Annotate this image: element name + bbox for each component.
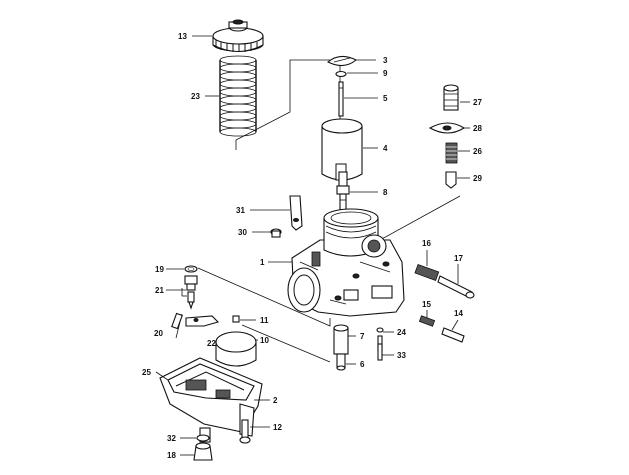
callout-5: 5 bbox=[383, 94, 388, 103]
callout-2: 2 bbox=[273, 396, 278, 405]
float-pin-part bbox=[232, 315, 240, 323]
callout-28: 28 bbox=[473, 124, 482, 133]
throttle-spring-part bbox=[219, 55, 257, 137]
callout-27: 27 bbox=[473, 98, 482, 107]
carb-cap-part bbox=[212, 19, 264, 53]
callout-19: 19 bbox=[155, 265, 164, 274]
bowl-hardware-group bbox=[193, 419, 251, 461]
callout-26: 26 bbox=[473, 147, 482, 156]
callout-14: 14 bbox=[454, 309, 463, 318]
callout-15: 15 bbox=[422, 300, 431, 309]
callout-20: 20 bbox=[154, 329, 163, 338]
callout-11: 11 bbox=[260, 316, 269, 325]
callout-32: 32 bbox=[167, 434, 176, 443]
air-screw-group bbox=[428, 84, 466, 189]
callout-10: 10 bbox=[260, 336, 269, 345]
carburetor-body-part bbox=[287, 208, 405, 317]
callout-6: 6 bbox=[360, 360, 365, 369]
bracket-screw-part bbox=[270, 228, 282, 238]
callout-17: 17 bbox=[454, 254, 463, 263]
callout-4: 4 bbox=[383, 144, 388, 153]
callout-13: 13 bbox=[178, 32, 187, 41]
callout-21: 21 bbox=[155, 286, 164, 295]
needle-clip-plate-part bbox=[327, 55, 357, 67]
callout-31: 31 bbox=[236, 206, 245, 215]
idle-screw-group bbox=[414, 263, 475, 343]
callout-24: 24 bbox=[397, 328, 406, 337]
leader-lines bbox=[155, 35, 470, 456]
throttle-valve-part bbox=[321, 118, 363, 181]
callout-labels: 13 23 3 9 5 4 8 27 28 26 29 31 30 1 19 2… bbox=[142, 32, 482, 460]
callout-22: 22 bbox=[207, 339, 216, 348]
callout-16: 16 bbox=[422, 239, 431, 248]
jet-needle-part bbox=[338, 81, 344, 117]
callout-30: 30 bbox=[238, 228, 247, 237]
callout-9: 9 bbox=[383, 69, 388, 78]
callout-18: 18 bbox=[167, 451, 176, 460]
callout-7: 7 bbox=[360, 332, 365, 341]
float-valve-group bbox=[171, 265, 220, 339]
callout-29: 29 bbox=[473, 174, 482, 183]
callout-1: 1 bbox=[260, 258, 265, 267]
callout-25: 25 bbox=[142, 368, 151, 377]
callout-33: 33 bbox=[397, 351, 406, 360]
e-clip-part bbox=[335, 70, 347, 78]
main-jet-group bbox=[333, 324, 384, 371]
callout-12: 12 bbox=[273, 423, 282, 432]
callout-23: 23 bbox=[191, 92, 200, 101]
callout-8: 8 bbox=[383, 188, 388, 197]
callout-3: 3 bbox=[383, 56, 388, 65]
cable-bracket-part bbox=[289, 195, 303, 231]
float-part bbox=[215, 331, 257, 367]
